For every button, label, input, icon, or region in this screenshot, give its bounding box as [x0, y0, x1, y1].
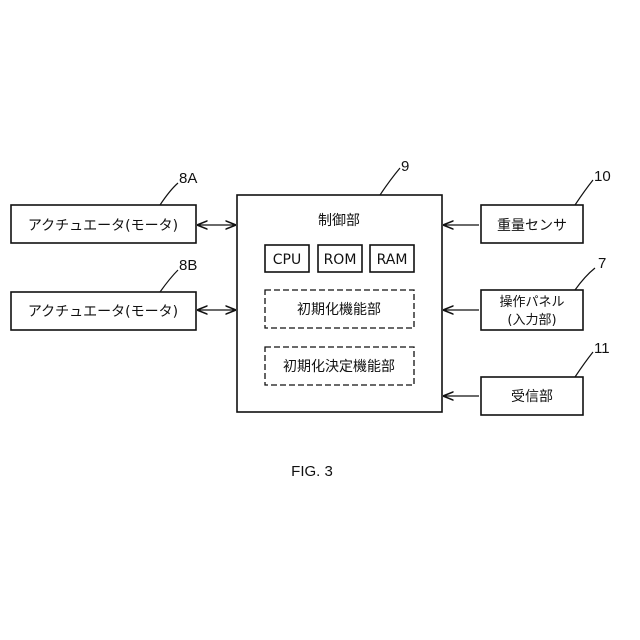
operation-panel-leader [575, 268, 595, 290]
actuator-a-leader [160, 183, 178, 205]
controller-block: 制御部 CPU ROM RAM 初期化機能部 初期化決定機能部 [237, 195, 442, 412]
figure-caption: FIG. 3 [291, 463, 333, 480]
weight-sensor-block: 重量センサ [481, 205, 583, 243]
controller-leader [380, 168, 400, 195]
weight-sensor-label: 重量センサ [497, 218, 567, 234]
weight-sensor-ref: 10 [594, 168, 611, 185]
actuator-a-ref: 8A [179, 170, 197, 187]
ram-label: RAM [377, 252, 408, 268]
receiver-block: 受信部 [481, 377, 583, 415]
receiver-label: 受信部 [511, 389, 553, 405]
operation-panel-sublabel: (入力部) [507, 313, 556, 328]
actuator-b-leader [160, 270, 178, 292]
actuator-a-label: アクチュエータ(モータ) [28, 218, 178, 234]
weight-sensor-leader [575, 180, 593, 205]
actuator-b-ref: 8B [179, 257, 197, 274]
init-decision-label: 初期化決定機能部 [283, 358, 395, 375]
receiver-leader [575, 352, 593, 377]
actuator-b-block: アクチュエータ(モータ) [11, 292, 196, 330]
actuator-b-label: アクチュエータ(モータ) [28, 304, 178, 320]
rom-label: ROM [324, 252, 357, 268]
actuator-a-block: アクチュエータ(モータ) [11, 205, 196, 243]
operation-panel-ref: 7 [598, 255, 606, 272]
init-function-label: 初期化機能部 [297, 301, 381, 318]
controller-title: 制御部 [318, 213, 360, 229]
receiver-ref: 11 [594, 340, 610, 357]
operation-panel-block: 操作パネル (入力部) [481, 290, 583, 330]
controller-ref: 9 [401, 158, 409, 175]
cpu-label: CPU [273, 252, 301, 268]
operation-panel-label: 操作パネル [499, 294, 564, 310]
